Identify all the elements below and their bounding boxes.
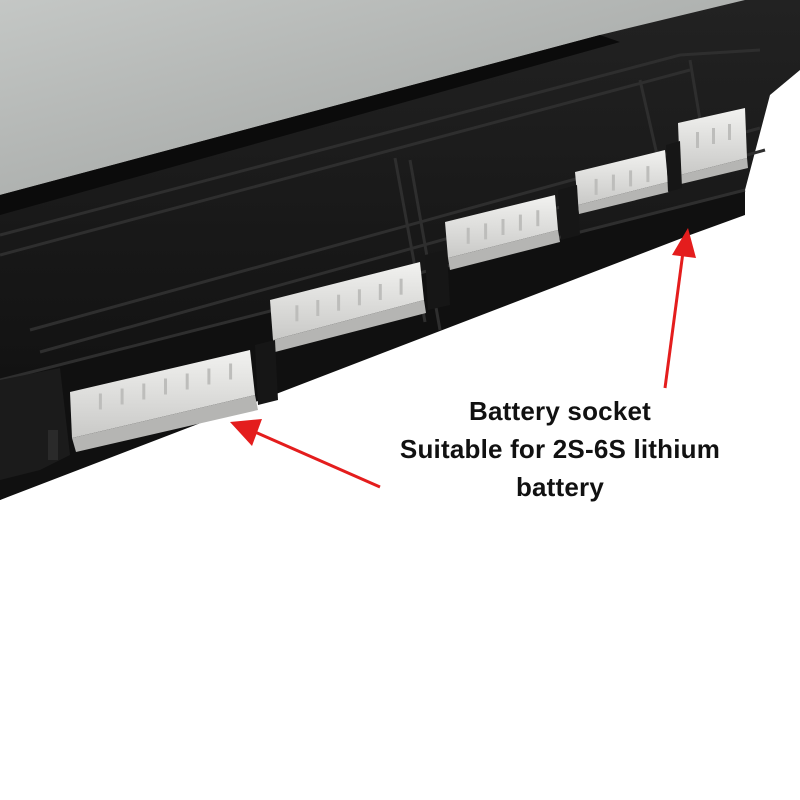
pin-slot (712, 128, 715, 144)
socket-dividers (255, 141, 682, 405)
case-frame (0, 48, 766, 382)
pin-slot (357, 289, 361, 306)
annotation-line-3: battery (515, 472, 605, 502)
lcd-screen (0, 0, 745, 195)
pin-slot (316, 300, 320, 316)
pin-slot (466, 227, 470, 244)
pin-slot (536, 210, 540, 227)
balance-socket (270, 262, 424, 340)
pin-slot (728, 124, 731, 140)
annotation-line-2: Suitable for 2S-6S lithium (399, 434, 721, 464)
pin-slot (207, 368, 211, 385)
pin-slot (185, 373, 189, 390)
pin-slot (399, 278, 403, 295)
pin-slot (378, 284, 382, 300)
pin-slot (696, 132, 699, 148)
pin-slot (98, 393, 102, 410)
pin-slot (337, 294, 341, 311)
pin-slot (164, 378, 167, 395)
pin-slot (611, 174, 615, 191)
pin-slot (594, 178, 598, 195)
balance-socket (575, 150, 668, 205)
arrow-up-icon (663, 228, 696, 389)
socket-pins (98, 124, 731, 410)
pin-slot (629, 170, 633, 187)
pin-slot (484, 223, 488, 240)
pin-slot (646, 166, 650, 183)
pin-slot (229, 363, 233, 380)
pin-slot (142, 383, 146, 400)
pin-slot (120, 388, 124, 405)
socket-annotation: Battery socket Suitable for 2S-6S lithiu… (360, 392, 760, 506)
pin-slot (295, 305, 299, 322)
screen-bezel (0, 35, 620, 215)
pin-slot (501, 219, 505, 235)
arrow-left-icon (230, 419, 381, 489)
annotation-line-1: Battery socket (469, 396, 651, 426)
pin-slot (518, 214, 522, 231)
